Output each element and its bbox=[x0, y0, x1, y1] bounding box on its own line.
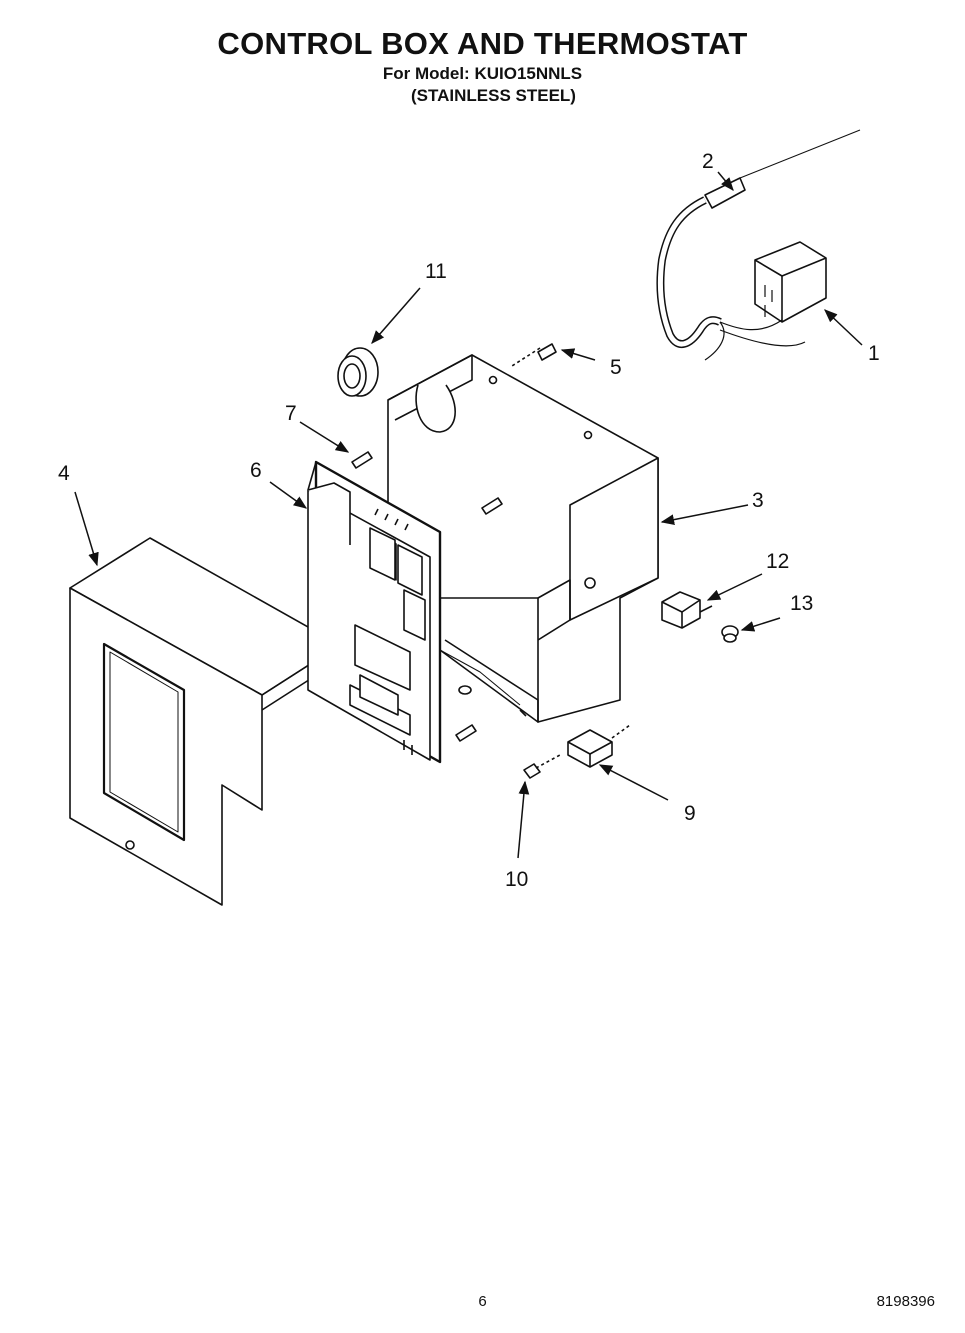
control-board bbox=[307, 460, 442, 764]
model-line: For Model: KUIO15NNLS bbox=[382, 64, 583, 83]
callout-11: 11 bbox=[425, 260, 447, 283]
page-title: CONTROL BOX AND THERMOSTAT bbox=[217, 26, 748, 61]
callout-2: 2 bbox=[702, 150, 714, 173]
callout-9: 9 bbox=[684, 802, 696, 825]
board-standoff bbox=[351, 451, 503, 742]
callout-7: 7 bbox=[285, 402, 297, 425]
switch bbox=[567, 724, 631, 768]
callout-6: 6 bbox=[250, 459, 262, 482]
thermostat-probe bbox=[656, 129, 861, 361]
callout-3: 3 bbox=[752, 489, 764, 512]
knob-clip bbox=[721, 625, 739, 643]
grommet bbox=[337, 347, 379, 397]
sensor-module-box bbox=[719, 241, 827, 331]
callout-4: 4 bbox=[58, 462, 70, 485]
mounting-screw bbox=[511, 343, 557, 367]
page-number: 6 bbox=[478, 1293, 487, 1310]
switch-screw bbox=[523, 754, 561, 779]
callout-1: 1 bbox=[868, 342, 880, 365]
callout-10: 10 bbox=[505, 868, 528, 891]
callout-labels: 1 2 3 4 5 6 7 9 10 11 12 13 bbox=[58, 150, 880, 891]
knob bbox=[661, 591, 713, 629]
callout-5: 5 bbox=[610, 356, 622, 379]
callout-12: 12 bbox=[766, 550, 789, 573]
control-box-housing bbox=[387, 354, 659, 723]
finish-line: (STAINLESS STEEL) bbox=[411, 86, 576, 105]
front-cover-panel bbox=[69, 537, 341, 906]
document-number: 8198396 bbox=[876, 1293, 935, 1310]
callout-13: 13 bbox=[790, 592, 813, 615]
